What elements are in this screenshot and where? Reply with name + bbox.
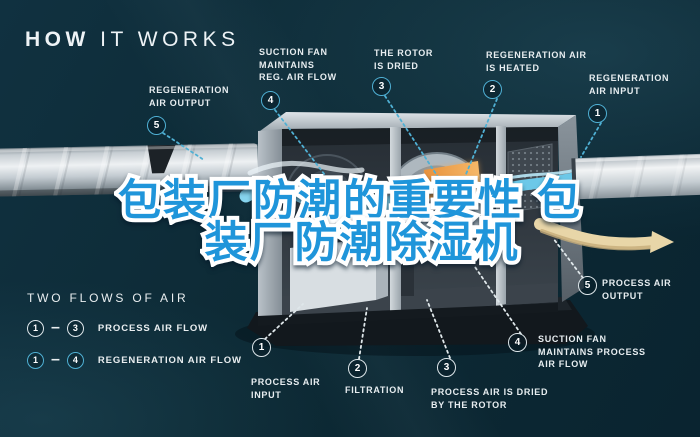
callout-top-1-circle: 1 [588,104,607,123]
headline-overlay: 包装厂防潮的重要性 包 包装厂防潮的重要性 包 装厂防潮除湿机 装厂防潮除湿机 [60,176,640,269]
callout-top-3-circle: 3 [372,77,391,96]
right-duct [571,153,700,200]
title-rest: IT WORKS [89,28,240,51]
callout-top-4-label: SUCTION FAN MAINTAINS REG. AIR FLOW [259,47,337,82]
heater [424,161,481,199]
legend-separator: – [51,351,60,368]
callout-top-2-circle: 2 [483,80,502,99]
callout-bottom-1-label: PROCESS AIR INPUT [251,377,321,400]
callout-bottom-1-circle: 1 [252,338,271,357]
cream-air-ribbon [534,218,662,251]
headline-line-2-fill: 装厂防潮除湿机 [204,219,520,267]
headline-line-2-outline: 装厂防潮除湿机 [201,218,522,269]
callout-bottom-4-label: SUCTION FAN MAINTAINS PROCESS AIR FLOW [538,334,646,369]
headline-line-2: 装厂防潮除湿机 装厂防潮除湿机 [72,218,652,269]
legend-circle-from-process: 1 [27,319,44,337]
legend-label-process: PROCESS AIR FLOW [97,322,209,334]
callout-bottom-2-circle: 2 [348,359,367,378]
legend-circle-from-regeneration: 1 [27,351,44,369]
regeneration-air-ribbon [494,168,584,196]
callout-top-5-label: REGENERATION AIR OUTPUT [149,85,230,108]
interior-box [290,238,376,312]
callout-bottom-3-circle: 3 [437,358,456,377]
legend-row-regeneration: 1 – 4 REGENERATION AIR FLOW [27,351,242,369]
headline-line-1-outline: 包装厂防潮的重要性 包 [114,176,584,227]
legend-circle-to-regeneration: 4 [66,351,84,369]
machine-inner-floor [282,283,558,318]
title-how: HOW [25,28,90,51]
legend-circle-to-process: 3 [66,319,84,337]
callout-top-4-circle: 4 [261,91,280,110]
callout-top-3-label: THE ROTOR IS DRIED [374,48,434,71]
leader-lines [162,95,602,360]
callout-top-2-label: REGENERATION AIR IS HEATED [486,50,587,73]
callout-bottom-4-circle: 4 [508,333,527,352]
left-duct [0,143,259,197]
page-title: HOW IT WORKS [25,28,240,52]
process-air-ribbon [239,160,435,220]
headline-line-1-fill: 包装厂防潮的重要性 包 [118,177,582,225]
machine-left-pillar [258,129,282,318]
callout-top-5-circle: 5 [147,116,166,135]
callout-bottom-5-label: PROCESS AIR OUTPUT [602,278,672,301]
legend-separator: – [51,319,60,336]
headline-line-1: 包装厂防潮的重要性 包 包装厂防潮的重要性 包 [60,176,640,227]
callout-top-1-label: REGENERATION AIR INPUT [589,73,670,96]
legend-row-process: 1 – 3 PROCESS AIR FLOW [27,319,242,337]
legend-label-regeneration: REGENERATION AIR FLOW [97,354,242,366]
legend: TWO FLOWS OF AIR 1 – 3 PROCESS AIR FLOW … [27,291,242,369]
callout-bottom-5-circle: 5 [578,276,597,295]
filter-panel [507,143,553,213]
callout-bottom-3-label: PROCESS AIR IS DRIED BY THE ROTOR [431,387,549,410]
legend-title: TWO FLOWS OF AIR [27,291,189,305]
callout-bottom-2-label: FILTRATION [345,385,405,395]
cream-arrowhead [650,231,674,253]
